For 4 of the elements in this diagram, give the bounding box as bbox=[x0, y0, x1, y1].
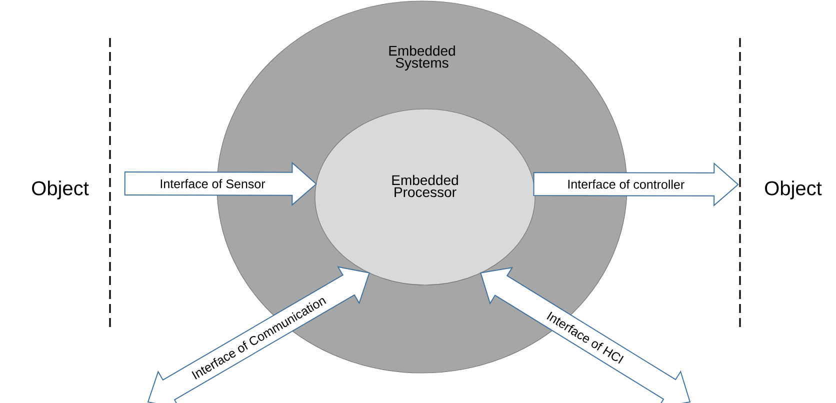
object-label: Object bbox=[32, 180, 89, 200]
object-label: Object bbox=[765, 180, 822, 200]
block-arrow bbox=[533, 162, 739, 207]
block-arrow bbox=[124, 162, 317, 206]
